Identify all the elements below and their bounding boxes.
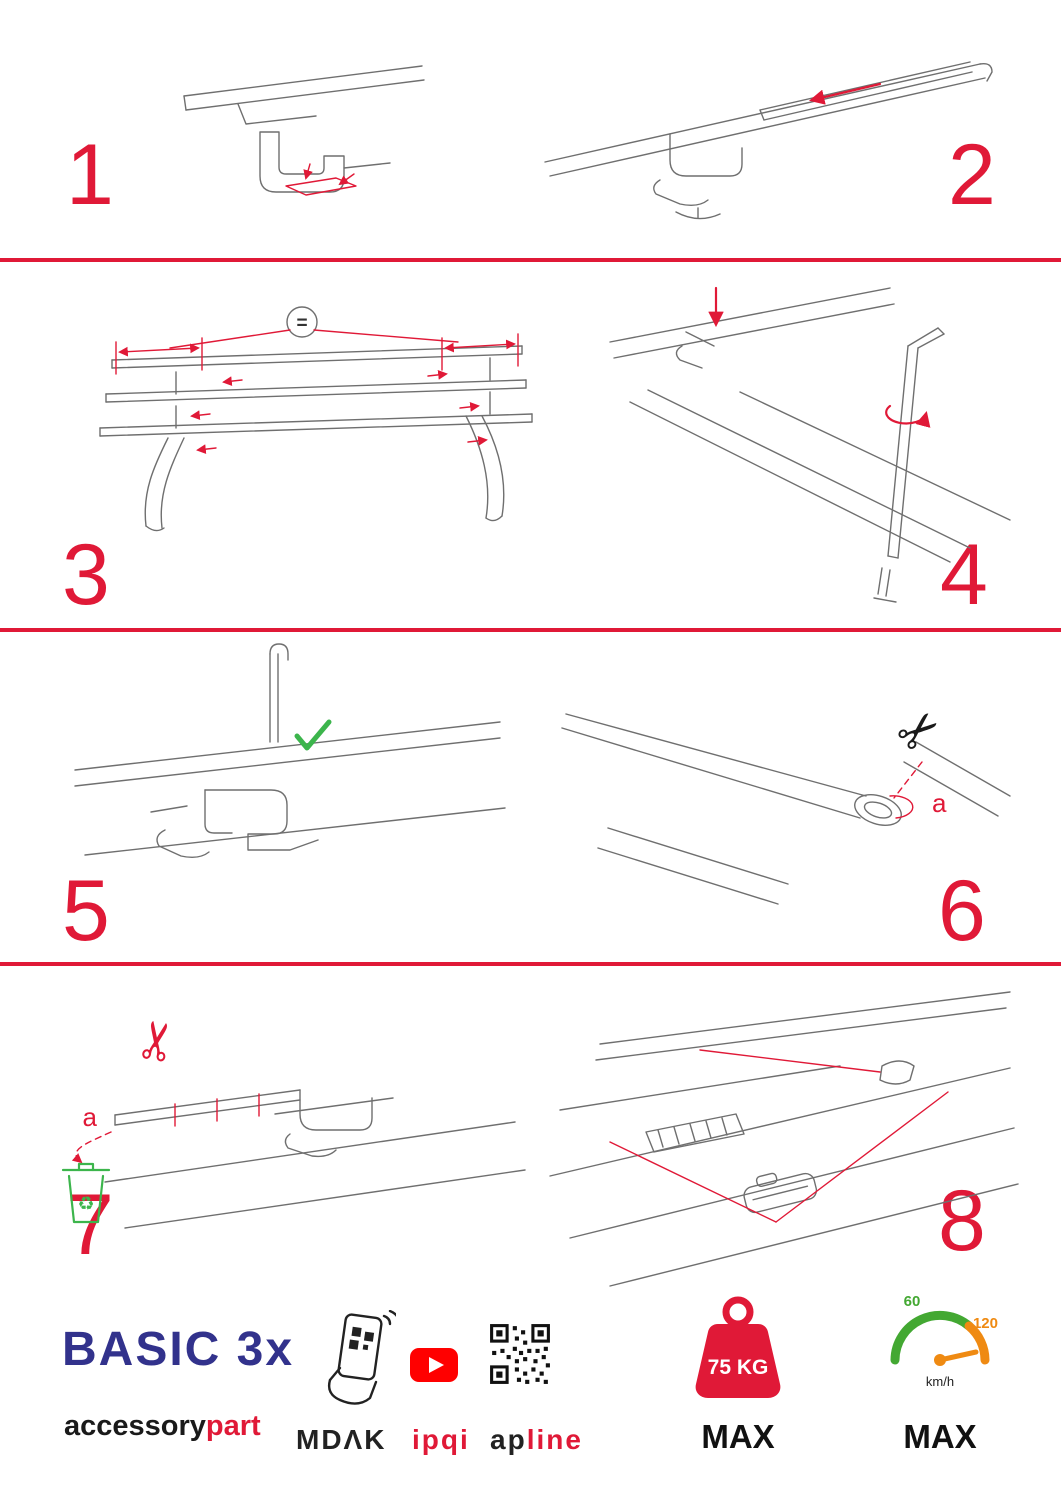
ipqi-logo: ipqi: [412, 1424, 470, 1455]
scissors-icon: ✂: [126, 1015, 191, 1068]
brand-logo: BASIC 3x: [62, 1323, 295, 1376]
kmh-label: km/h: [926, 1374, 954, 1389]
step6-illustration: ✂ a: [561, 696, 1011, 905]
step8-number: 8: [938, 1173, 986, 1269]
phone-qr-icon: [327, 1310, 396, 1405]
step7-illustration: ✂ a ♻: [61, 1015, 526, 1229]
apline-red: line: [526, 1424, 583, 1455]
weight-limit-badge: 75 KG: [695, 1296, 781, 1398]
apline-logo: apline: [490, 1424, 583, 1456]
step1-number: 1: [66, 127, 114, 223]
step5-illustration: [74, 643, 506, 859]
step4-number: 4: [940, 527, 988, 623]
step2-number: 2: [948, 127, 996, 223]
apline-black: ap: [490, 1424, 527, 1455]
step3-illustration: =: [99, 306, 533, 532]
section-divider-1: [0, 258, 1061, 262]
speed-60-label: 60: [904, 1293, 921, 1310]
section-divider-2: [0, 628, 1061, 632]
step6-number: 6: [938, 863, 986, 959]
brand-subtitle-black: accessory: [64, 1410, 206, 1442]
step1-illustration: [183, 65, 425, 196]
mdak-logo: MDΛK: [296, 1424, 387, 1455]
weight-max-label: MAX: [701, 1418, 775, 1455]
step8-illustration: [549, 991, 1019, 1287]
scissors-icon: ✂: [885, 696, 953, 766]
step7-number: 7: [66, 1177, 114, 1273]
step4-illustration: [609, 286, 1011, 603]
qr-code: [490, 1324, 550, 1384]
speed-120-label: 120: [973, 1315, 998, 1332]
equals-label: =: [296, 313, 307, 334]
brand-subtitle-red: part: [205, 1410, 261, 1442]
speed-max-label: MAX: [903, 1418, 977, 1455]
step5-number: 5: [62, 863, 110, 959]
step2-illustration: [544, 61, 993, 220]
cut-label-a: a: [932, 788, 947, 818]
discard-label-a: a: [83, 1102, 98, 1132]
step3-number: 3: [62, 527, 110, 623]
check-icon: [294, 719, 332, 751]
section-divider-3: [0, 962, 1061, 966]
recycle-icon: ♻: [77, 1194, 94, 1215]
youtube-icon: [410, 1348, 458, 1382]
trash-icon: [61, 1162, 111, 1224]
speedometer-icon: 60 120 km/h: [890, 1293, 998, 1389]
weight-value: 75 KG: [708, 1356, 769, 1379]
brand-subtitle: accessorypart: [64, 1410, 261, 1443]
